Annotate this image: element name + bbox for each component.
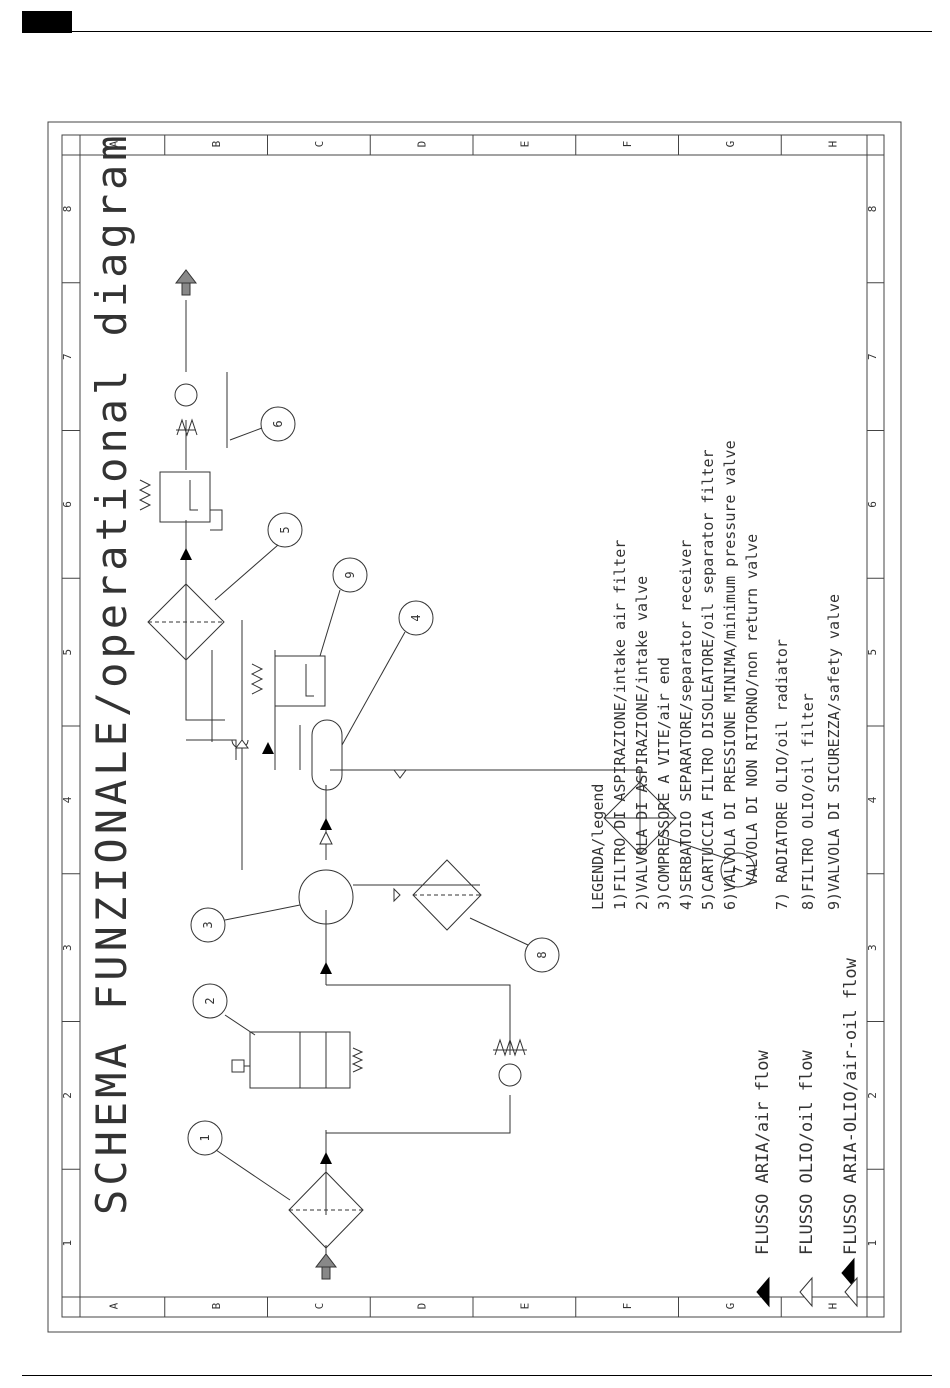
air-oil-flow-arrow — [319, 830, 333, 845]
grid-col-label-6: 6 — [61, 501, 74, 508]
separator-receiver — [311, 719, 343, 791]
grid-col-label-8: 8 — [61, 206, 74, 213]
grid-col-label-2: 2 — [866, 1092, 879, 1099]
air-oil-flow-symbol-b — [844, 1276, 858, 1308]
outer-frame — [47, 121, 902, 1333]
grid-row-label-a: A — [107, 140, 120, 147]
grid-row-label-d: D — [416, 1303, 429, 1310]
grid-col-label-8: 8 — [866, 206, 879, 213]
legend-item-9: 9)VALVOLA DI SICUREZZA/safety valve — [825, 594, 843, 910]
callout-3: 3 — [201, 921, 215, 928]
outlet-check-valve — [174, 383, 198, 437]
callout-7: 7 — [731, 866, 745, 873]
oil-flow-arrow — [393, 769, 407, 779]
oil-radiator — [603, 781, 677, 855]
grid-col-label-1: 1 — [866, 1240, 879, 1247]
bypass-check-valve — [493, 1038, 527, 1087]
air-oil-flow-arrow — [262, 742, 274, 754]
grid-row-label-h: H — [827, 141, 840, 148]
flow-legend-air-oil: FLUSSO ARIA-OLIO/air-oil flow — [841, 957, 861, 1255]
callout-1: 1 — [198, 1134, 212, 1141]
grid-ticks — [62, 135, 884, 1317]
header-bar — [22, 11, 72, 33]
oil-flow-symbol — [799, 1276, 813, 1308]
legend-item-4: 4)SERBATOIO SEPARATORE/separator receive… — [677, 540, 695, 910]
grid-col-label-2: 2 — [61, 1092, 74, 1099]
air-flow-symbol — [756, 1276, 770, 1308]
grid-col-label-5: 5 — [61, 649, 74, 656]
inlet-arrow-icon — [314, 1253, 338, 1280]
callout-8: 8 — [535, 951, 549, 958]
grid-row-label-c: C — [313, 141, 326, 148]
safety-valve — [250, 655, 326, 707]
callout-numbers: 1 2 3 4 5 6 7 8 9 — [198, 420, 745, 1141]
legend-block: LEGENDA/legend 1)FILTRO DI ASPIRAZIONE/i… — [589, 440, 843, 910]
legend-item-8: 8)FILTRO OLIO/oil filter — [799, 693, 817, 910]
grid-row-label-e: E — [518, 1303, 531, 1310]
air-flow-arrow — [320, 1152, 332, 1164]
oil-filter — [412, 859, 482, 931]
callout-9: 9 — [343, 571, 357, 578]
diagram-title: SCHEMA FUNZIONALE/operational diagram — [87, 131, 136, 1215]
air-flow-arrow — [180, 548, 192, 560]
air-oil-flow-arrow — [320, 818, 332, 830]
callout-6: 6 — [271, 420, 285, 427]
grid-col-label-5: 5 — [866, 649, 879, 656]
legend-item-2: 2)VALVOLA DI ASPIRAZIONE/intake valve — [633, 576, 651, 910]
outlet-arrow-icon — [174, 269, 198, 296]
flow-legend-air: FLUSSO ARIA/air flow — [753, 1050, 773, 1255]
legend-item-7: 7) RADIATORE OLIO/oil radiator — [773, 639, 791, 910]
footer-rule — [22, 1375, 932, 1376]
grid-row-label-d: D — [416, 141, 429, 148]
callouts — [187, 406, 756, 1201]
grid-row-label-e: E — [518, 141, 531, 148]
grid-col-label-1: 1 — [61, 1240, 74, 1247]
piping — [185, 300, 641, 1262]
oil-flow-arrow — [393, 887, 401, 903]
minimum-pressure-valve — [138, 471, 223, 531]
oil-flow-arrow — [235, 739, 249, 749]
air-flow-arrow — [320, 962, 332, 974]
oil-separator-filter — [147, 583, 225, 661]
legend-item-3: 3)COMPRESSORE A VITE/air end — [655, 657, 673, 910]
grid-col-label-7: 7 — [61, 353, 74, 360]
header-rule — [72, 31, 932, 32]
grid-row-label-g: G — [724, 1303, 737, 1310]
intake-air-filter — [288, 1171, 364, 1249]
flow-legend: FLUSSO ARIA/air flow FLUSSO OLIO/oil flo… — [753, 957, 861, 1255]
grid-labels: A A B B C C D D E E F F G G H H 1 1 2 2 3 3 4 4 5 5 6 6 7 7 8 8 — [61, 140, 879, 1309]
grid-col-label-4: 4 — [866, 796, 879, 803]
air-oil-flow-symbol-a — [841, 1257, 855, 1289]
grid-row-label-b: B — [210, 140, 223, 147]
grid-col-label-3: 3 — [61, 944, 74, 951]
grid-row-label-f: F — [621, 1303, 634, 1310]
grid-col-label-3: 3 — [866, 944, 879, 951]
grid-col-label-4: 4 — [61, 796, 74, 803]
callout-5: 5 — [278, 526, 292, 533]
legend-title: LEGENDA/legend — [589, 784, 607, 910]
grid-col-label-6: 6 — [866, 501, 879, 508]
callout-2: 2 — [203, 997, 217, 1004]
grid-row-label-c: C — [313, 1303, 326, 1310]
legend-item-1: 1)FILTRO DI ASPIRAZIONE/intake air filte… — [611, 540, 629, 910]
legend-item-6b: VALVOLA DI NON RITORNO/non return valve — [743, 534, 761, 886]
callout-4: 4 — [409, 614, 423, 621]
grid-col-label-7: 7 — [866, 353, 879, 360]
flow-legend-oil: FLUSSO OLIO/oil flow — [797, 1050, 817, 1255]
intake-valve — [231, 1031, 364, 1089]
grid-row-label-h: H — [827, 1303, 840, 1310]
air-end-compressor — [298, 869, 354, 925]
grid-row-label-g: G — [724, 141, 737, 148]
legend-item-6: 6)VALVOLA DI PRESSIONE MINIMA/minimum pr… — [721, 440, 739, 910]
grid-row-label-a: A — [107, 1302, 120, 1309]
legend-item-5: 5)CARTUCCIA FILTRO DISOLEATORE/oil separ… — [699, 449, 717, 910]
grid-row-label-b: B — [210, 1302, 223, 1309]
grid-row-label-f: F — [621, 141, 634, 148]
